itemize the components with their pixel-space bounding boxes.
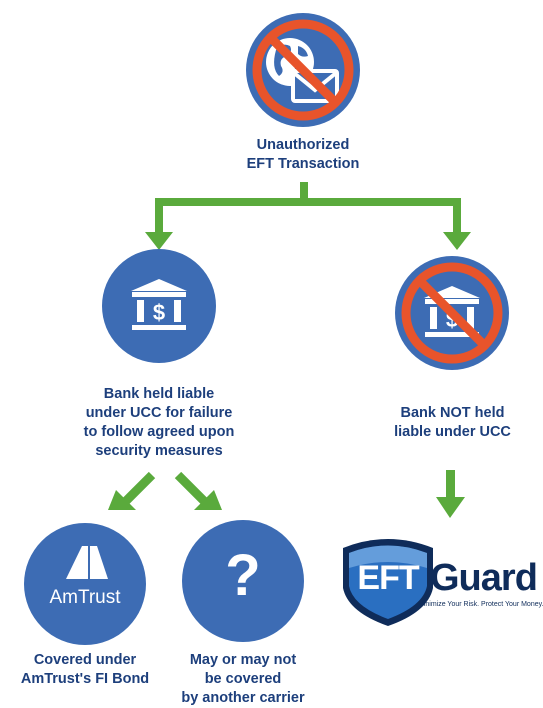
prohibited-icon [252, 19, 354, 121]
eftguard-logo-letters: EFT [357, 559, 419, 597]
unknown-label-line-3: by another carrier [181, 690, 305, 706]
right-label-pre: Bank [400, 405, 441, 421]
unknown-label-line-1: May or may not [189, 652, 297, 668]
left-node-icon: $ [102, 249, 216, 363]
connector-right-drop [453, 198, 461, 234]
unknown-label-line-2: be covered [204, 671, 282, 687]
right-label: Bank NOT held liable under UCC [365, 404, 540, 442]
amtrust-label-line-1: Covered under [33, 652, 137, 668]
diagonal-arrow-left [108, 471, 156, 510]
question-mark: ? [225, 543, 261, 608]
right-label-post: held [470, 405, 505, 421]
left-label: Bank held liable under UCC for failure t… [69, 385, 249, 461]
right-down-stem [446, 470, 455, 500]
amtrust-logo-icon [66, 546, 108, 579]
right-node-icon: $ [395, 256, 509, 370]
prohibited-icon [401, 262, 503, 364]
shield-icon [343, 539, 433, 626]
diagonal-arrow-right [174, 471, 222, 510]
eftguard-logo-word: Guard [430, 557, 538, 599]
left-label-line-4: security measures [95, 443, 223, 459]
left-label-line-3: to follow agreed upon [83, 424, 235, 440]
amtrust-node-icon [24, 523, 146, 645]
top-label-line-2: EFT Transaction [246, 156, 360, 172]
connector-bar [155, 198, 461, 206]
question-node-icon [182, 520, 304, 642]
right-label-line-2: liable under UCC [394, 424, 511, 440]
top-node-icon [246, 13, 360, 127]
eftguard-tagline: Minimize Your Risk. Protect Your Money. [418, 601, 543, 608]
amtrust-label: Covered under AmTrust's FI Bond [0, 651, 170, 689]
connector-left-drop [155, 198, 163, 234]
top-label: Unauthorized EFT Transaction [213, 136, 393, 174]
right-down-head [436, 497, 465, 518]
arrow-head-left [145, 232, 173, 250]
connector-stem [300, 182, 308, 202]
eftguard-logo [343, 539, 433, 626]
amtrust-label-line-2: AmTrust's FI Bond [20, 671, 150, 687]
connector-arrows [108, 182, 471, 518]
right-label-line-1: Bank NOT held [365, 404, 540, 423]
svg-text:$: $ [153, 300, 165, 325]
amtrust-logo-text: AmTrust [49, 587, 121, 608]
arrow-head-right [443, 232, 471, 250]
left-label-line-1: Bank held liable [103, 386, 215, 402]
unknown-label: May or may not be covered by another car… [155, 651, 331, 708]
right-label-not: NOT [440, 405, 471, 421]
bank-icon: $ [131, 279, 187, 330]
left-label-line-2: under UCC for failure [85, 405, 233, 421]
top-label-line-1: Unauthorized [256, 137, 350, 153]
